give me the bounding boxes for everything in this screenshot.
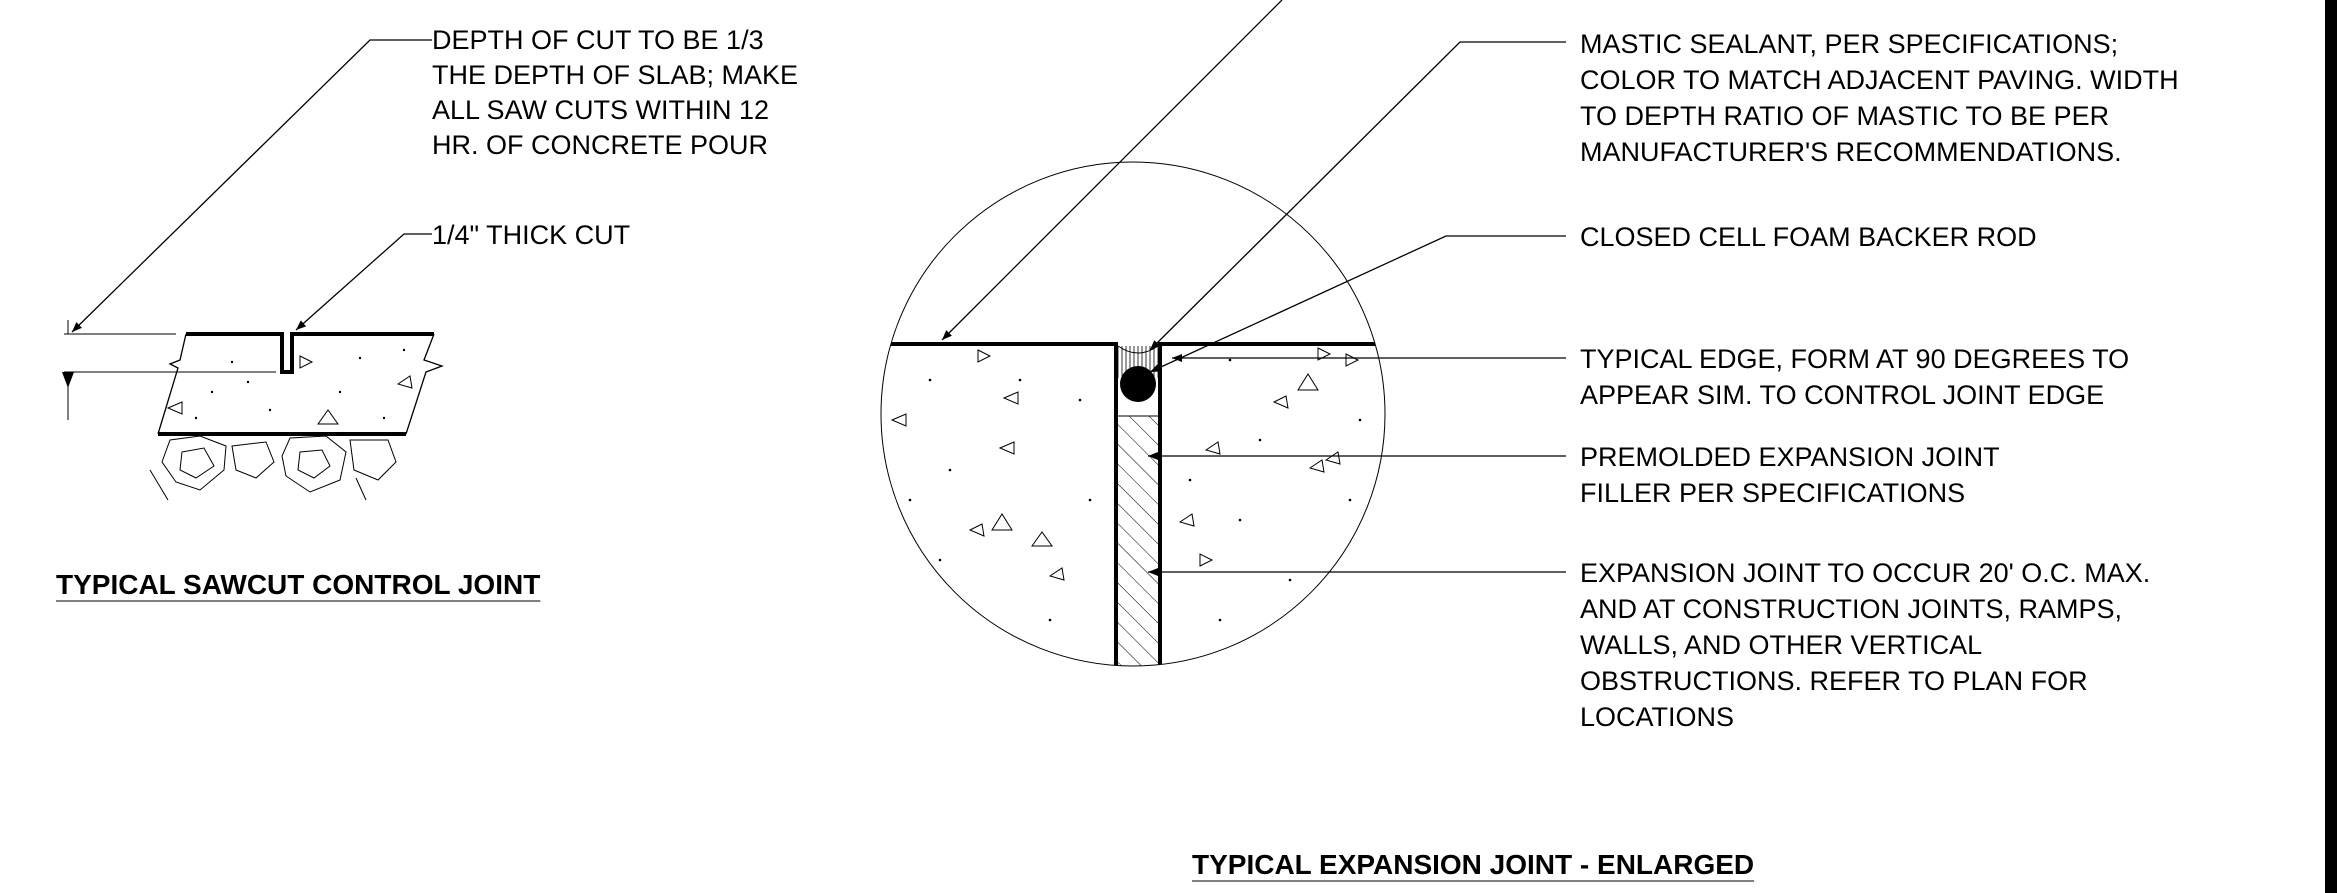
backer-rod (1120, 366, 1156, 402)
mastic-leader (1149, 41, 1566, 351)
sawcut-title: TYPICAL SAWCUT CONTROL JOINT (56, 569, 540, 600)
depth-dimension (62, 320, 276, 420)
depth-callout-line-2: THE DEPTH OF SLAB; MAKE (432, 60, 798, 90)
spacing-callout-line-2: AND AT CONSTRUCTION JOINTS, RAMPS, (1580, 594, 2122, 624)
mastic-callout-line-2: COLOR TO MATCH ADJACENT PAVING. WIDTH (1580, 65, 2179, 95)
backer-leader (1149, 235, 1566, 373)
edge-callout-line-1: TYPICAL EDGE, FORM AT 90 DEGREES TO (1580, 344, 2129, 374)
enlargement-circle (880, 161, 1386, 667)
spacing-callout-line-4: OBSTRUCTIONS. REFER TO PLAN FOR (1580, 666, 2088, 696)
concrete-aggregate-enlarged (890, 347, 1362, 622)
backer-callout: CLOSED CELL FOAM BACKER ROD (1580, 222, 2037, 252)
edge-callout-line-2: APPEAR SIM. TO CONTROL JOINT EDGE (1580, 380, 2104, 410)
sawcut-control-joint-detail: DEPTH OF CUT TO BE 1/3 THE DEPTH OF SLAB… (56, 25, 798, 602)
spacing-callout-line-3: WALLS, AND OTHER VERTICAL (1580, 630, 1982, 660)
concrete-aggregate (166, 348, 413, 425)
depth-callout-line-1: DEPTH OF CUT TO BE 1/3 (432, 25, 764, 55)
depth-callout-line-3: ALL SAW CUTS WITHIN 12 (432, 95, 769, 125)
mastic-callout-line-3: TO DEPTH RATIO OF MASTIC TO BE PER (1580, 101, 2109, 131)
expansion-joint-detail: MASTIC SEALANT, PER SPECIFICATIONS; COLO… (880, 0, 2179, 882)
depth-leader (71, 39, 432, 333)
filler-callout-line-1: PREMOLDED EXPANSION JOINT (1580, 442, 2000, 472)
sheet-border (2325, 0, 2337, 893)
mastic-callout-line-1: MASTIC SEALANT, PER SPECIFICATIONS; (1580, 29, 2118, 59)
spacing-callout-line-5: LOCATIONS (1580, 702, 1734, 732)
sawcut-slab (149, 332, 444, 501)
edge-leader-top (941, 0, 1283, 341)
cut-leader (295, 233, 432, 331)
mastic-callout-line-4: MANUFACTURER'S RECOMMENDATIONS. (1580, 137, 2122, 167)
enlarged-section (881, 342, 1385, 666)
depth-callout-line-4: HR. OF CONCRETE POUR (432, 130, 768, 160)
cut-callout: 1/4" THICK CUT (432, 220, 630, 250)
spacing-callout-line-1: EXPANSION JOINT TO OCCUR 20' O.C. MAX. (1580, 558, 2150, 588)
expansion-title: TYPICAL EXPANSION JOINT - ENLARGED (1192, 849, 1754, 880)
gravel-base (149, 435, 397, 501)
filler-callout-line-2: FILLER PER SPECIFICATIONS (1580, 478, 1965, 508)
